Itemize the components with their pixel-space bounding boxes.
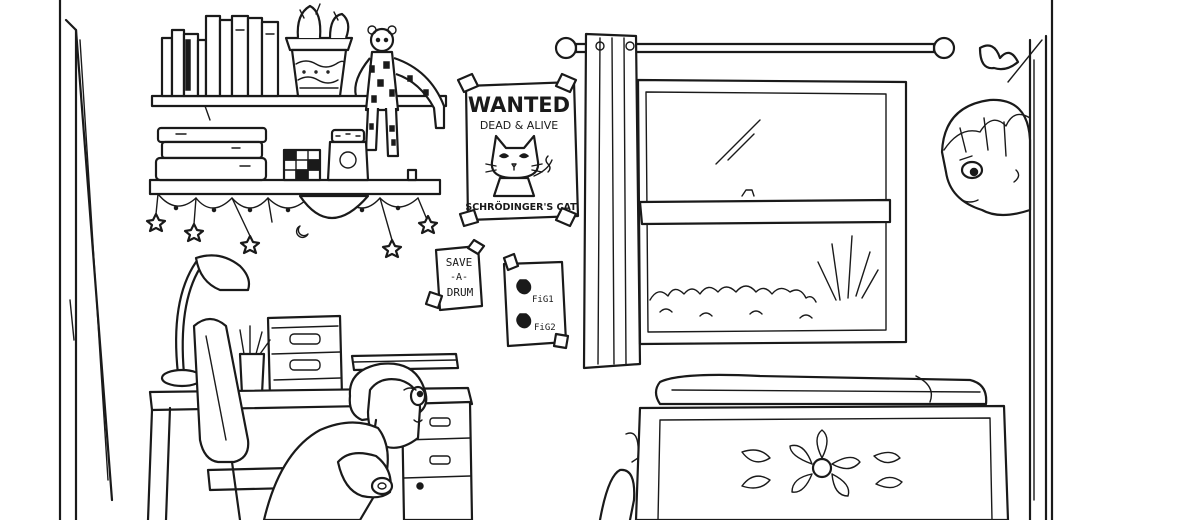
wanted-poster: WANTED DEAD & ALIVE SCHRÖDINGER'S CAT: [456, 72, 580, 228]
desk-chair: [192, 317, 294, 520]
star-garland: [145, 193, 439, 259]
fig-label-1: FiG1: [532, 295, 554, 305]
stacked-books: [154, 126, 268, 182]
curtain: [582, 32, 642, 370]
left-door-frame: [64, 18, 114, 520]
honey-jar: [326, 128, 370, 182]
pencil-cup: [238, 325, 271, 396]
bushes-outside: [649, 235, 879, 319]
rubiks-cube: [282, 148, 322, 182]
books-top-shelf: [160, 14, 280, 98]
bed: [598, 373, 1010, 520]
desk-lamp: [160, 254, 251, 388]
cat-drawing: [485, 134, 553, 198]
wanted-subline: DEAD & ALIVE: [480, 119, 558, 132]
note-line-3: DRUM: [447, 286, 474, 299]
strawberry-plant-pot: [284, 3, 354, 98]
save-a-drum-note: SAVE -A- DRUM: [424, 238, 486, 312]
stuffed-giraffe-toy: [354, 25, 446, 158]
fig-label-2: FiG2: [534, 323, 556, 333]
wanted-headline: WANTED: [468, 93, 570, 117]
wanted-caption: SCHRÖDINGER'S CAT: [465, 202, 577, 213]
flower-carving: [741, 429, 903, 497]
peeking-person: [940, 39, 1043, 217]
right-door: [1028, 34, 1048, 520]
note-line-1: SAVE: [446, 256, 473, 269]
wall-shelves: [145, 3, 448, 259]
fig-sheet: FiG1 FiG2: [502, 252, 570, 350]
hooded-girl: [262, 362, 428, 520]
drawer-unit: [266, 314, 344, 400]
curtain-rod: [554, 36, 956, 60]
window: [636, 78, 908, 346]
panel-frame: [58, 0, 1054, 520]
note-line-2: -A-: [450, 272, 468, 283]
